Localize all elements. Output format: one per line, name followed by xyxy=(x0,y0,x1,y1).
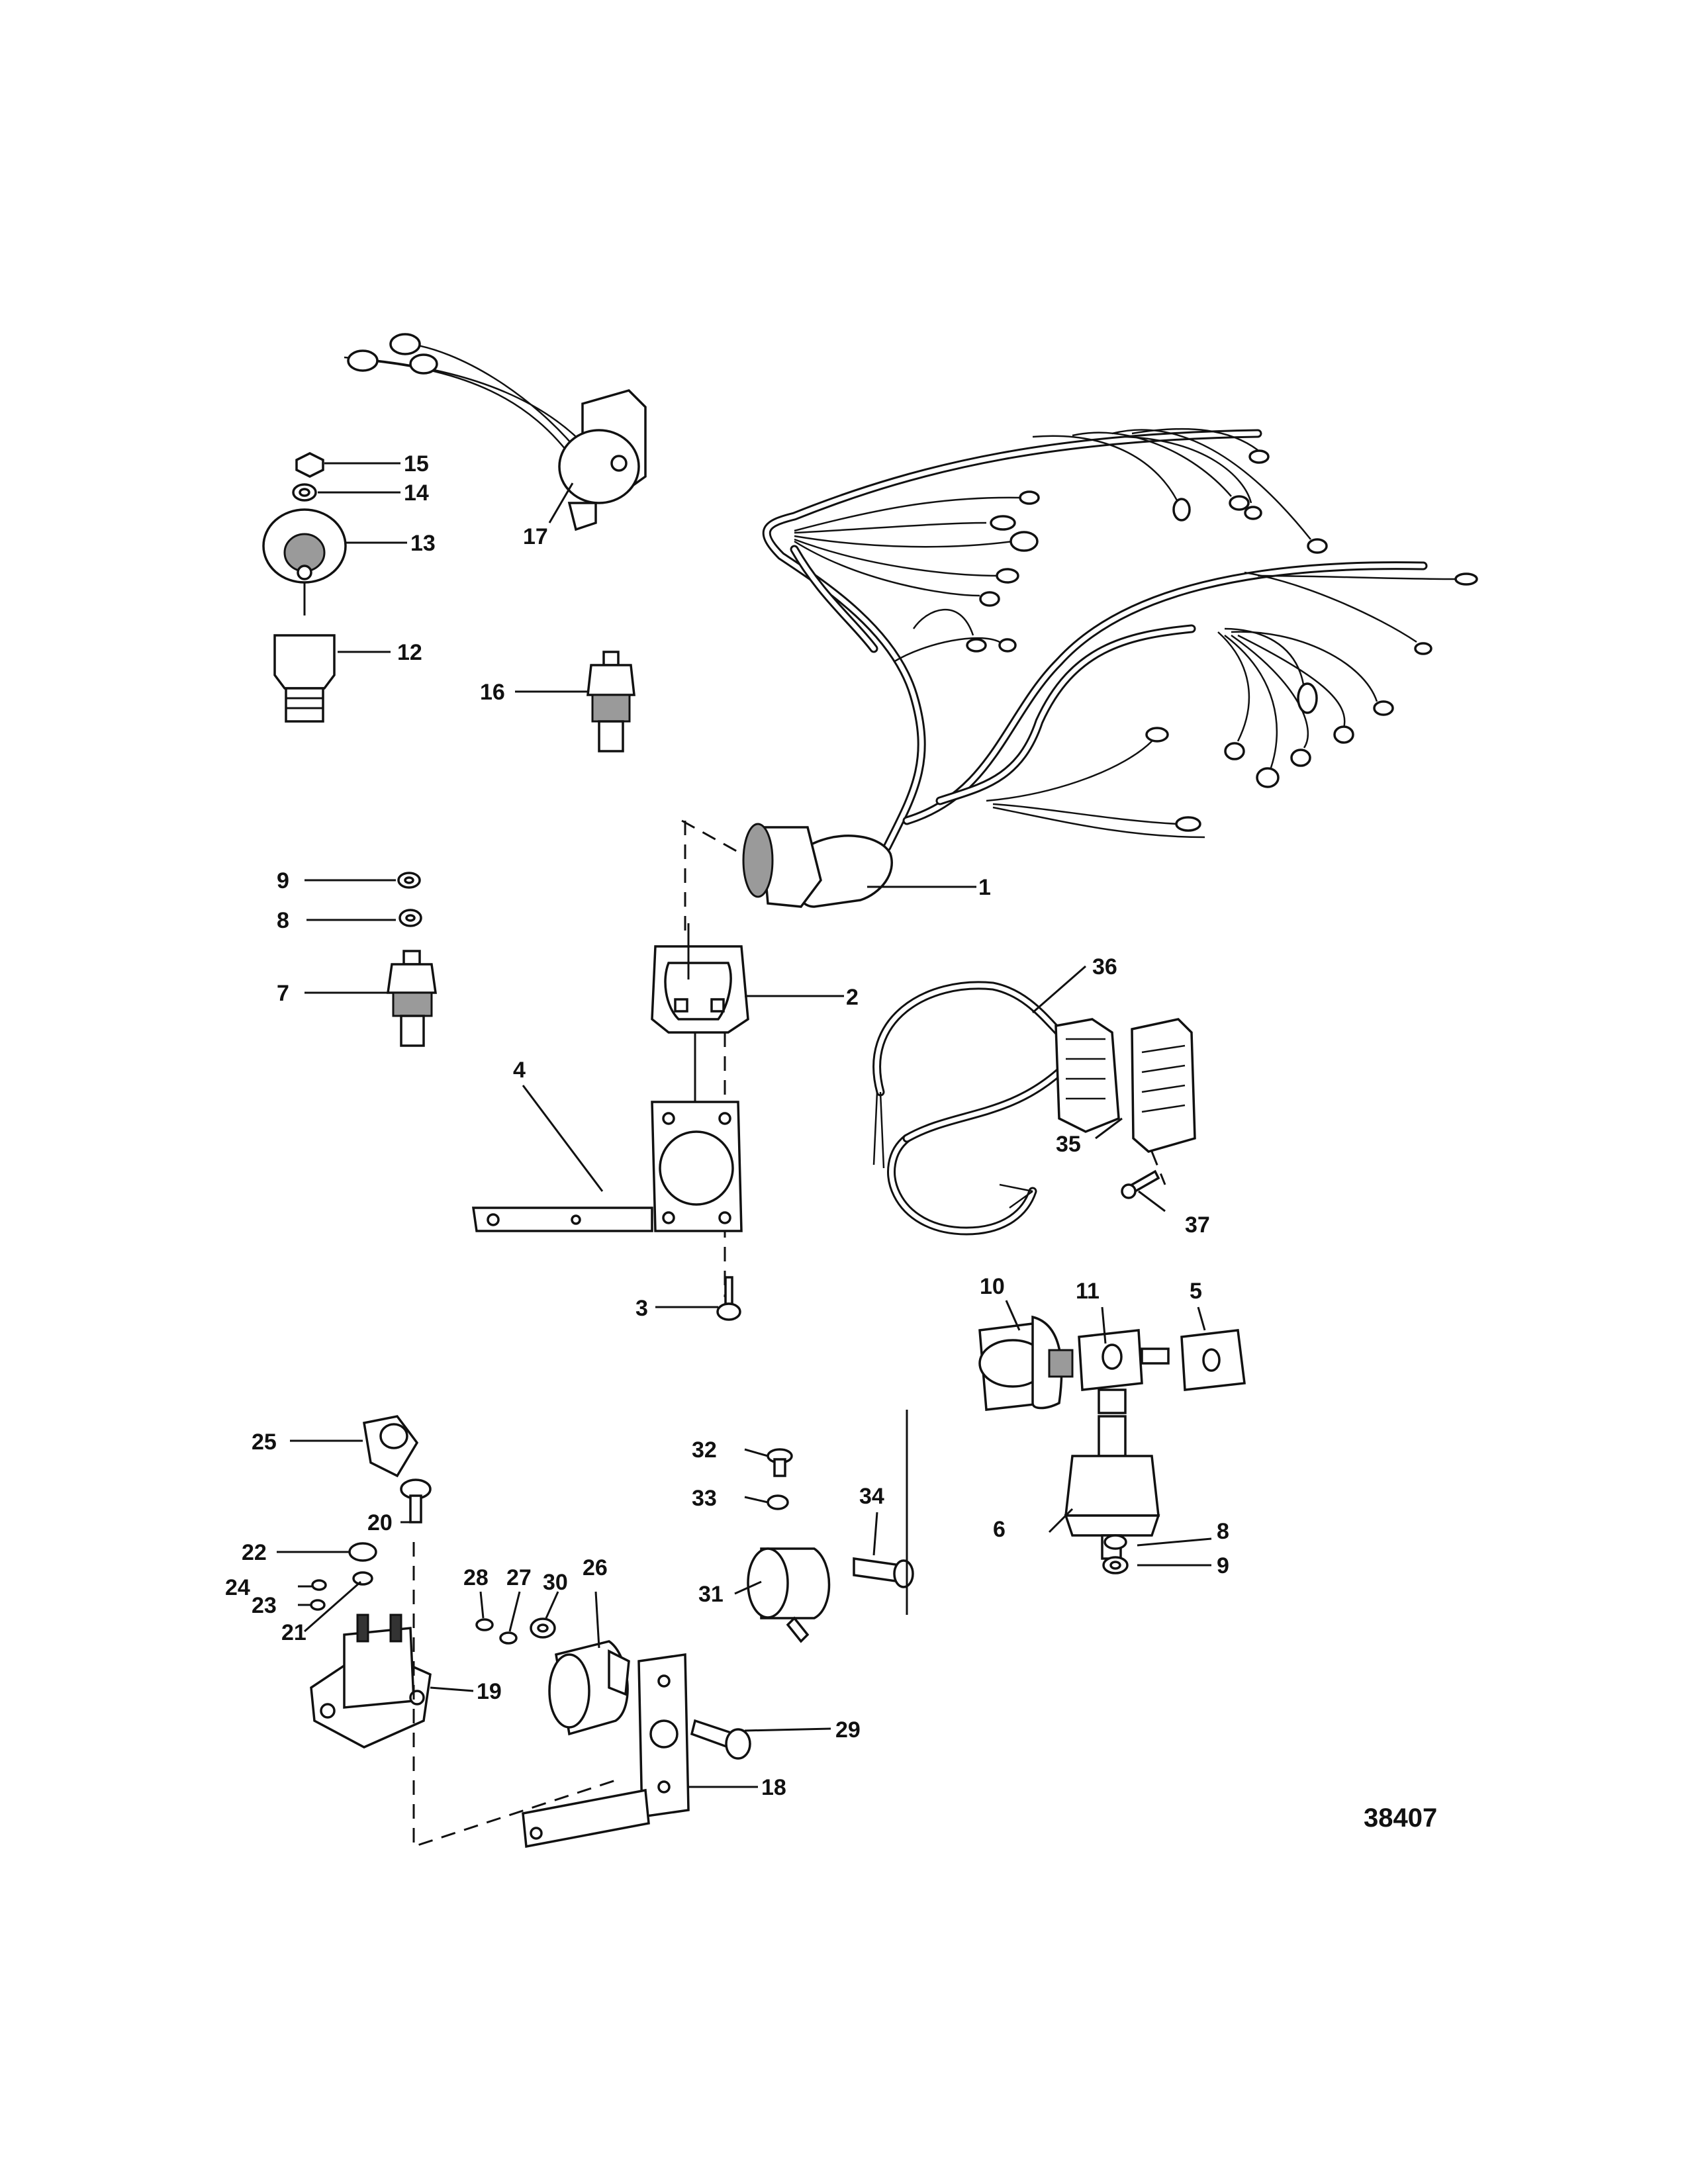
callout-23: 23 xyxy=(252,1593,277,1618)
part-9-nut xyxy=(397,872,421,889)
callout-15: 15 xyxy=(404,451,429,477)
callout-35: 35 xyxy=(1056,1132,1081,1157)
part-12-adapter xyxy=(273,634,336,723)
part-34-bolt xyxy=(853,1557,914,1588)
callout-18: 18 xyxy=(761,1775,786,1800)
part-35-module xyxy=(1131,1018,1196,1185)
callout-10: 10 xyxy=(980,1274,1005,1299)
part-17-coil xyxy=(344,333,647,531)
part-4-bracket xyxy=(471,1101,743,1232)
callout-26: 26 xyxy=(583,1555,608,1580)
callout-32: 32 xyxy=(692,1437,717,1463)
callout-11: 11 xyxy=(1076,1279,1100,1304)
callout-7: 7 xyxy=(277,981,289,1006)
callout-22: 22 xyxy=(242,1540,267,1565)
part-33-washer xyxy=(767,1494,789,1510)
part-8-washer-right xyxy=(1103,1534,1127,1550)
part-37-screw xyxy=(1121,1169,1160,1199)
callout-5: 5 xyxy=(1190,1279,1202,1304)
figure-number: 38407 xyxy=(1364,1803,1437,1833)
callout-2: 2 xyxy=(846,985,859,1010)
callout-28: 28 xyxy=(463,1565,489,1590)
callout-29: 29 xyxy=(835,1717,861,1743)
callout-16: 16 xyxy=(480,680,505,705)
part-29-bolt xyxy=(690,1719,751,1760)
part-11-tee-fitting xyxy=(1078,1329,1170,1414)
part-15-nut xyxy=(295,452,324,478)
callout-27: 27 xyxy=(506,1565,532,1590)
callout-33: 33 xyxy=(692,1486,717,1511)
callout-30: 30 xyxy=(543,1570,568,1595)
part-5-adapter xyxy=(1180,1329,1246,1391)
part-19-relay xyxy=(310,1614,432,1749)
part-20-bolt xyxy=(400,1479,432,1524)
part-26-solenoid xyxy=(548,1640,630,1736)
callout-13: 13 xyxy=(410,531,436,556)
callout-12: 12 xyxy=(397,640,422,665)
callout-37: 37 xyxy=(1185,1212,1210,1238)
leader-lines xyxy=(277,462,1212,1788)
part-24-nut xyxy=(311,1579,327,1591)
part-28-nut xyxy=(475,1618,494,1631)
callout-36: 36 xyxy=(1092,954,1117,979)
part-32-screw xyxy=(767,1448,793,1477)
part-9-nut-right xyxy=(1102,1556,1129,1574)
callout-8: 8 xyxy=(277,908,289,933)
part-14-washer xyxy=(292,483,317,502)
callout-4: 4 xyxy=(513,1058,526,1083)
part-13-gauge-sender xyxy=(262,508,347,615)
part-16-temperature-sender xyxy=(586,651,635,752)
callout-20: 20 xyxy=(367,1510,393,1535)
part-10-switch xyxy=(978,1315,1074,1411)
part-23-washer xyxy=(310,1599,326,1611)
part-27-washer xyxy=(499,1631,518,1645)
part-3-screw xyxy=(716,1276,741,1321)
callout-31: 31 xyxy=(698,1582,724,1607)
callout-25: 25 xyxy=(252,1430,277,1455)
callout-17: 17 xyxy=(523,524,548,549)
part-21-washer xyxy=(352,1571,373,1586)
callout-3: 3 xyxy=(635,1296,648,1321)
callout-14: 14 xyxy=(404,480,429,506)
part-31-solenoid xyxy=(747,1547,831,1643)
callout-19: 19 xyxy=(477,1679,502,1704)
part-2-boot xyxy=(651,821,749,1297)
callout-34: 34 xyxy=(859,1484,884,1509)
callout-21: 21 xyxy=(281,1620,306,1645)
part-8-washer xyxy=(399,909,422,927)
callout-9: 9 xyxy=(277,868,289,893)
part-18-bracket xyxy=(522,1653,690,1848)
callout-24: 24 xyxy=(225,1575,250,1600)
part-22-nut xyxy=(348,1542,377,1562)
part-30-washer xyxy=(530,1617,556,1639)
part-1-wiring-harness xyxy=(681,428,1478,908)
callout-6: 6 xyxy=(993,1517,1006,1542)
part-25-clip xyxy=(362,1415,419,1478)
callout-8-right: 8 xyxy=(1217,1519,1229,1544)
callout-1: 1 xyxy=(978,875,991,900)
part-7-sender xyxy=(386,950,438,1047)
callout-9-right: 9 xyxy=(1217,1553,1229,1578)
part-36-harness xyxy=(872,981,1120,1236)
